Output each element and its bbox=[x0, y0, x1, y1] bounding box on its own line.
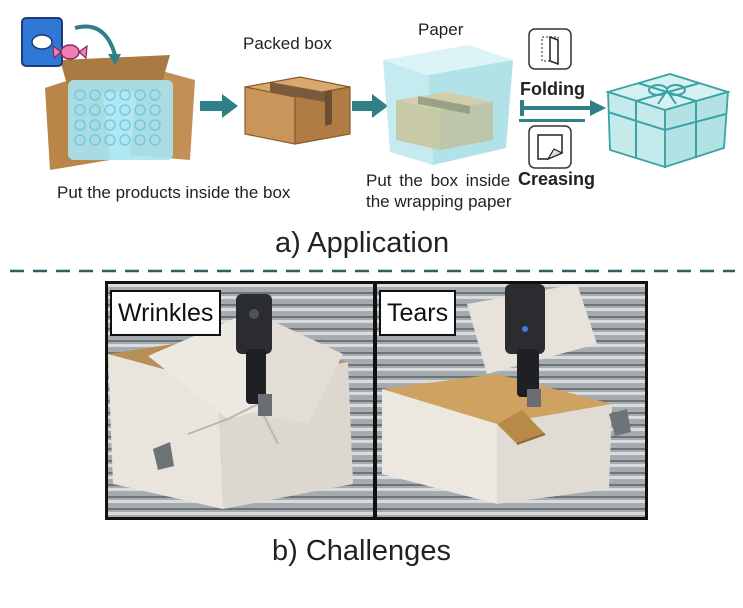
creasing-icon[interactable] bbox=[528, 125, 572, 169]
arrow-right-icon bbox=[352, 94, 388, 118]
step2-caption-line2: the wrapping paper bbox=[366, 192, 512, 211]
tears-label: Tears bbox=[379, 290, 457, 336]
wrapping-paper-with-box bbox=[383, 45, 513, 165]
candy-icon bbox=[52, 44, 88, 60]
creasing-label: Creasing bbox=[518, 169, 596, 189]
wrinkles-label: Wrinkles bbox=[110, 290, 222, 336]
arrow-right-icon bbox=[200, 94, 238, 118]
branch-arrow-icon bbox=[520, 100, 606, 116]
section-divider bbox=[10, 269, 735, 273]
step1-caption: Put the products inside the box bbox=[57, 183, 291, 202]
tears-photo bbox=[377, 284, 645, 517]
packed-box-icon bbox=[244, 76, 351, 145]
folding-label: Folding bbox=[520, 79, 585, 99]
folding-icon[interactable] bbox=[528, 28, 572, 70]
challenges-caption: b) Challenges bbox=[272, 535, 451, 567]
step2-caption-line1: Put the box inside bbox=[366, 171, 511, 190]
gift-wrapped-box-icon bbox=[604, 73, 732, 169]
open-box-with-bubble-wrap bbox=[21, 17, 195, 170]
candy-bag-icon bbox=[21, 17, 63, 67]
wrinkles-photo bbox=[108, 284, 373, 517]
packed-box-label: Packed box bbox=[243, 34, 332, 53]
application-caption: a) Application bbox=[275, 227, 450, 259]
paper-label: Paper bbox=[418, 20, 464, 39]
branch-line-icon bbox=[519, 119, 585, 122]
